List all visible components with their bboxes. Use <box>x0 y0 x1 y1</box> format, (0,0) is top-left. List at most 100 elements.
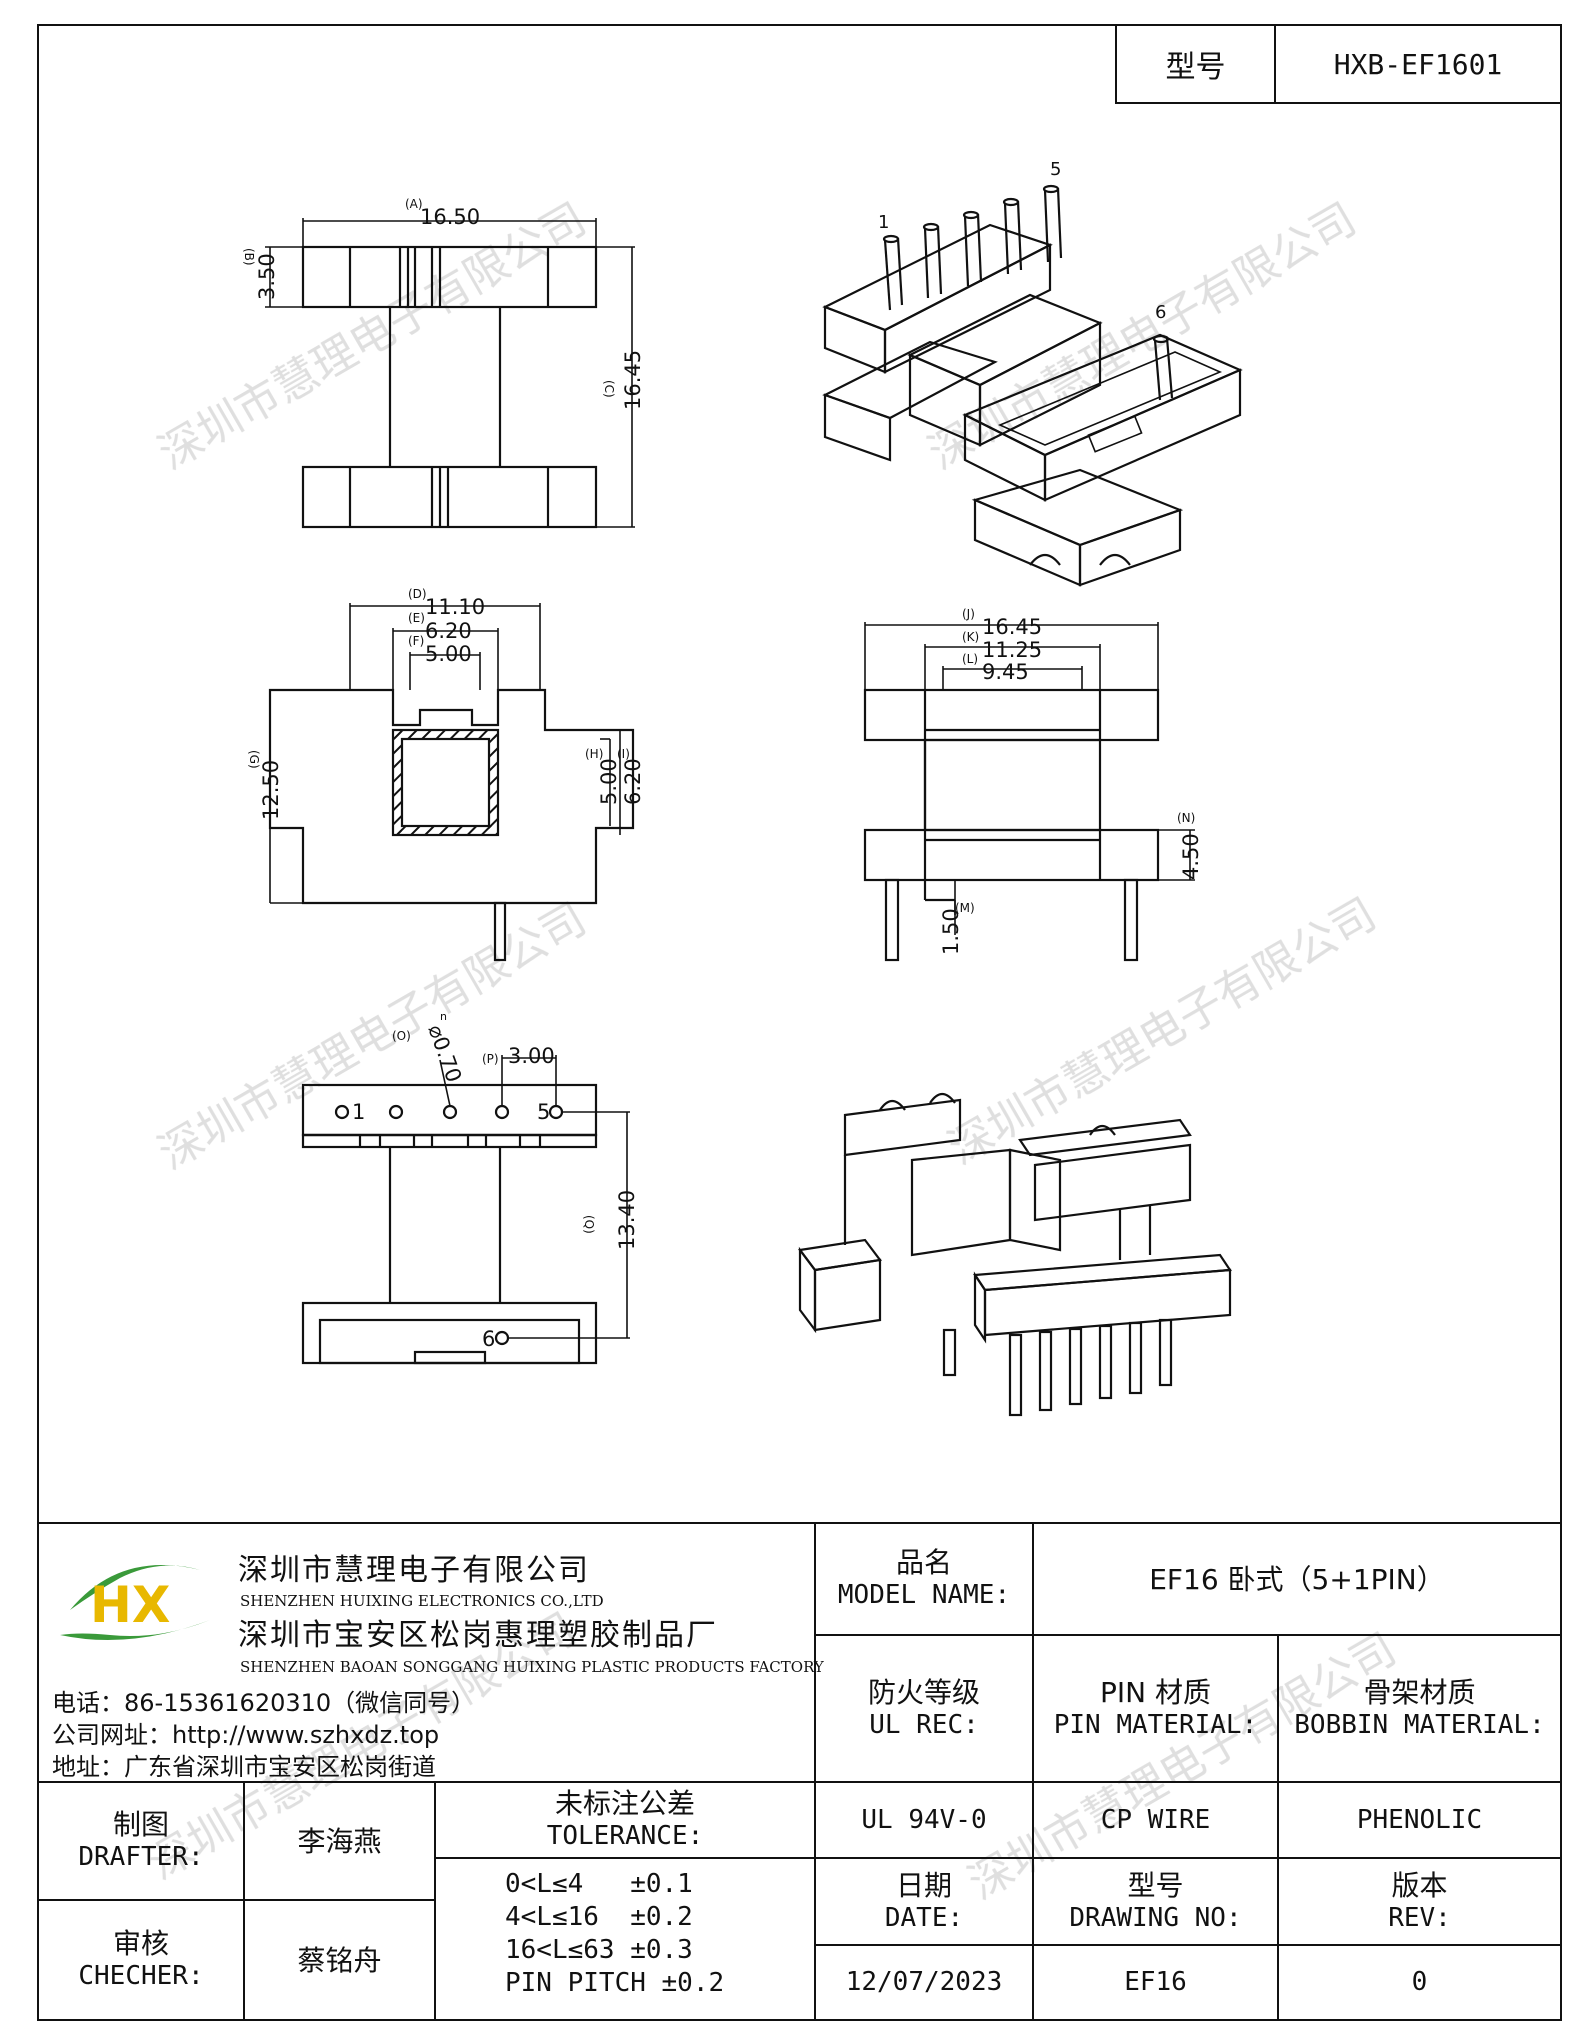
watermark-text: 深圳市慧理电子有限公司 <box>150 193 595 479</box>
model-name-en: MODEL NAME: <box>837 1580 1011 1610</box>
dim-B: 3.50 <box>255 253 279 300</box>
rev-label: 版本 REV: <box>1278 1858 1561 1945</box>
ul-rec-value: UL 94V-0 <box>861 1804 987 1835</box>
drafter-en: DRAFTER: <box>78 1842 204 1872</box>
rev-cn: 版本 <box>1391 1868 1448 1902</box>
dim-H: 5.00 <box>597 758 621 805</box>
dim-P: 3.00 <box>508 1044 555 1068</box>
dim-tag-F: (F) <box>408 634 424 648</box>
drawing-no-cn: 型号 <box>1127 1868 1184 1902</box>
rev-value: 0 <box>1411 1967 1428 1997</box>
bobbin-material-cn: 骨架材质 <box>1363 1675 1476 1709</box>
company-name-en: SHENZHEN HUIXING ELECTRONICS CO.,LTD <box>240 1592 604 1610</box>
dim-D: 11.10 <box>425 595 485 619</box>
pin-material-value: CP WIRE <box>1100 1804 1211 1835</box>
iso-view-bottom <box>798 1092 1232 1417</box>
bottom-pin6-label: 6 <box>482 1327 495 1351</box>
date-label: 日期 DATE: <box>815 1858 1033 1945</box>
checker-value: 蔡铭舟 <box>244 1900 435 2020</box>
dim-tag-C: (C) <box>602 380 616 398</box>
company-phone: 电话：86-15361620310（微信同号） <box>52 1689 476 1717</box>
checker-label: 审核 CHECHER: <box>38 1900 244 2020</box>
bobbin-material-en: BOBBIN MATERIAL: <box>1294 1709 1545 1740</box>
drawing-no-label: 型号 DRAWING NO: <box>1033 1858 1278 1945</box>
dim-tag-H: (H) <box>585 747 603 761</box>
dim-L: 9.45 <box>982 660 1029 684</box>
dim-tag-E: (E) <box>408 611 425 625</box>
iso-pin6-label: 6 <box>1155 302 1166 323</box>
dim-tag-M: (M) <box>955 901 975 915</box>
header-model-code: HXB-EF1601 <box>1333 47 1503 81</box>
dim-tag-B: (B) <box>242 248 256 266</box>
dim-C: 16.45 <box>621 350 645 410</box>
dim-Q: 13.40 <box>615 1190 639 1250</box>
bottom-view <box>301 1055 630 1365</box>
tolerance-label: 未标注公差 TOLERANCE: <box>435 1782 815 1858</box>
dim-N: 4.50 <box>1179 833 1203 880</box>
pin-material-en: PIN MATERIAL: <box>1053 1709 1258 1740</box>
tolerance-row: PIN PITCH ±0.2 <box>505 1968 725 1998</box>
header-box <box>1115 24 1562 104</box>
watermark-text: 深圳市慧理电子有限公司 <box>920 193 1365 479</box>
company-logo: HX <box>50 1540 220 1650</box>
dim-F: 5.00 <box>425 642 472 666</box>
dim-tag-N: (N) <box>1177 811 1195 825</box>
factory-name-cn: 深圳市宝安区松岗惠理塑胶制品厂 <box>238 1618 718 1653</box>
drafter-value: 李海燕 <box>244 1782 435 1900</box>
company-address: 地址：广东省深圳市宝安区松岗街道 <box>52 1753 436 1781</box>
dim-tag-Q: (Q) <box>582 1215 596 1234</box>
drawing-frame <box>37 24 1562 2021</box>
dim-O: ⌀0.70 <box>423 1022 466 1086</box>
dim-M: 1.50 <box>939 908 963 955</box>
dim-tag-I: (I) <box>617 747 630 761</box>
dim-tag-J: (J) <box>962 607 975 621</box>
top-view <box>265 218 635 529</box>
title-block-grid <box>38 1522 1561 2020</box>
model-name-value-text: EF16 卧式（5+1PIN） <box>1149 1562 1445 1596</box>
tolerance-row: 4<L≤16 ±0.2 <box>505 1902 693 1932</box>
dim-tag-L: (L) <box>962 652 978 666</box>
date-en: DATE: <box>884 1902 964 1933</box>
dim-tag-G: (G) <box>247 750 261 769</box>
header-type-label: 型号 <box>1165 50 1226 85</box>
company-website: 公司网址：http://www.szhxdz.top <box>52 1721 440 1749</box>
bobbin-material-label: 骨架材质 BOBBIN MATERIAL: <box>1278 1635 1561 1782</box>
ul-rec-en: UL REC: <box>869 1709 979 1740</box>
dim-K: 11.25 <box>982 638 1042 662</box>
tolerance-row: 16<L≤63 ±0.3 <box>505 1935 693 1965</box>
tolerance-row: 0<L≤4 ±0.1 <box>505 1869 693 1899</box>
tolerance-cn: 未标注公差 <box>554 1787 695 1820</box>
dim-G: 12.50 <box>259 760 283 820</box>
iso-pin5-label: 5 <box>1050 159 1061 180</box>
date-cn: 日期 <box>895 1868 952 1902</box>
bobbin-material-value: PHENOLIC <box>1356 1804 1483 1835</box>
dim-tag-P: (P) <box>482 1052 499 1066</box>
model-name-label: 品名 MODEL NAME: <box>815 1523 1033 1635</box>
watermark-text: 深圳市慧理电子有限公司 <box>150 893 595 1179</box>
dim-A: 16.50 <box>420 205 480 229</box>
logo-text: HX <box>90 1576 170 1634</box>
bottom-pin5-label: 5 <box>537 1100 550 1124</box>
dim-E: 6.20 <box>425 619 472 643</box>
pin-material-cn: PIN 材质 <box>1100 1675 1211 1709</box>
tolerance-en: TOLERANCE: <box>546 1821 704 1851</box>
dim-O-sup: n <box>440 1010 447 1023</box>
side-view <box>268 603 635 962</box>
dim-tag-K: (K) <box>962 630 979 644</box>
drafter-name: 李海燕 <box>297 1824 382 1858</box>
iso-view-top <box>822 184 1243 587</box>
logo-icon: HX <box>60 1565 210 1640</box>
dim-tag-D: (D) <box>408 587 427 601</box>
checker-cn: 审核 <box>112 1927 169 1960</box>
checker-name: 蔡铭舟 <box>297 1943 382 1977</box>
bottom-pin1-label: 1 <box>352 1100 365 1124</box>
model-name-value: EF16 卧式（5+1PIN） <box>1033 1523 1561 1635</box>
drafter-label: 制图 DRAFTER: <box>38 1782 244 1900</box>
model-name-cn: 品名 <box>895 1546 952 1579</box>
rev-en: REV: <box>1388 1902 1451 1933</box>
drafter-cn: 制图 <box>112 1808 169 1841</box>
ul-rec-cn: 防火等级 <box>867 1675 980 1709</box>
date-value: 12/07/2023 <box>845 1967 1003 1997</box>
dim-I: 6.20 <box>621 758 645 805</box>
front-view <box>863 622 1195 962</box>
